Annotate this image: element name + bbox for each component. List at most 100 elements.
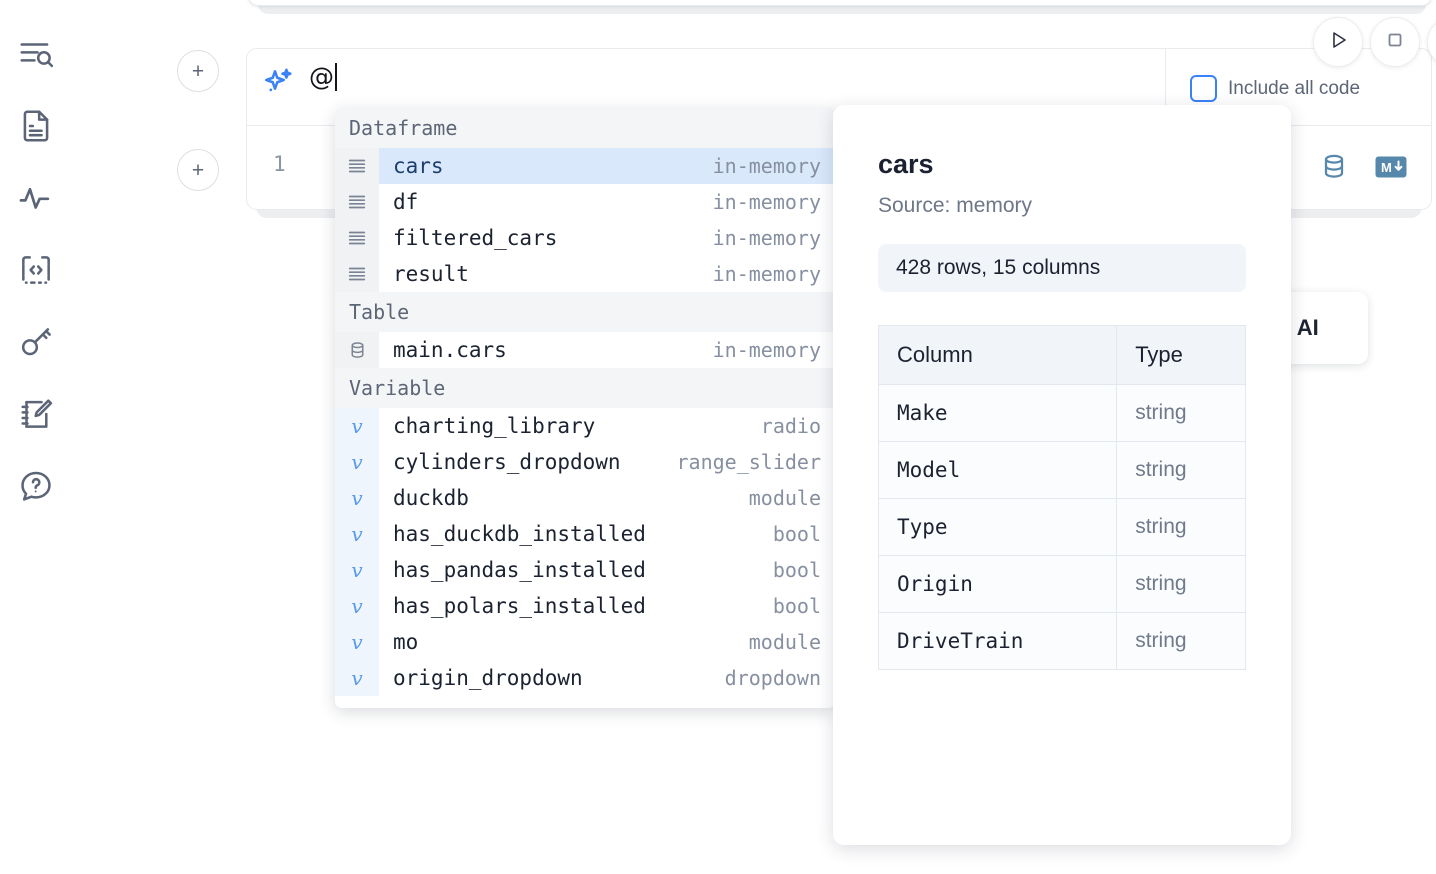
sidebar-item-code-embed[interactable] (10, 234, 62, 306)
variable-icon: v (335, 660, 379, 696)
text-cursor (335, 63, 337, 91)
autocomplete-item[interactable]: v has_polars_installed bool (335, 588, 835, 624)
top-cell-shadow (258, 4, 1426, 14)
autocomplete-item-name: charting_library (393, 414, 596, 438)
doc-column-name: Type (877, 498, 1118, 556)
database-icon[interactable] (1319, 152, 1349, 187)
autocomplete-item[interactable]: v cylinders_dropdown range_slider (335, 444, 835, 480)
add-cell-button-bottom[interactable]: + (177, 149, 219, 191)
autocomplete-item-type: in-memory (712, 262, 821, 286)
ai-prompt-input[interactable]: @ (309, 49, 1165, 91)
autocomplete-item-type: module (748, 486, 821, 510)
variable-icon: v (335, 480, 379, 516)
autocomplete-item-name: mo (393, 630, 419, 654)
activity-pulse-icon (17, 179, 55, 217)
line-number: 1 (273, 152, 286, 176)
add-cell-button-top[interactable]: + (177, 50, 219, 92)
doc-column-name: Model (877, 441, 1118, 499)
autocomplete-item-name: has_polars_installed (393, 594, 646, 618)
sparkles-icon-wrap (247, 49, 309, 106)
variable-icon: v (335, 444, 379, 480)
help-chat-icon (17, 467, 55, 505)
autocomplete-item[interactable]: v has_duckdb_installed bool (335, 516, 835, 552)
autocomplete-item-type: bool (772, 558, 821, 582)
autocomplete-item[interactable]: cars in-memory (335, 148, 835, 184)
file-text-icon (17, 107, 55, 145)
run-button[interactable] (1313, 17, 1363, 67)
autocomplete-item-name: has_pandas_installed (393, 558, 646, 582)
search-outline-icon (17, 35, 55, 73)
autocomplete-item-type: dropdown (724, 666, 821, 690)
autocomplete-item[interactable]: v has_pandas_installed bool (335, 552, 835, 588)
autocomplete-group-header: Table (335, 292, 835, 332)
stop-button[interactable] (1370, 17, 1420, 67)
dataframe-icon (335, 184, 379, 220)
sidebar-item-file-text[interactable] (10, 90, 62, 162)
ai-cell-options: Include all code (1165, 49, 1431, 125)
sidebar-item-activity[interactable] (10, 162, 62, 234)
autocomplete-item-type: in-memory (712, 338, 821, 362)
doc-column-type: string (1116, 498, 1246, 556)
autocomplete-item-type: bool (772, 594, 821, 618)
doc-column-type: string (1116, 555, 1246, 613)
documentation-panel: cars Source: memory 428 rows, 15 columns… (833, 105, 1291, 845)
doc-column-name: Origin (877, 555, 1118, 613)
doc-column-type: string (1116, 384, 1246, 442)
autocomplete-item-name: main.cars (393, 338, 507, 362)
doc-title: cars (878, 149, 934, 179)
include-all-code-checkbox[interactable] (1190, 75, 1217, 102)
top-cell-shell (248, 0, 1432, 6)
autocomplete-item-type: bool (772, 522, 821, 546)
stop-square-icon (1383, 28, 1407, 57)
notebook-edit-icon (17, 395, 55, 433)
ai-prompt-value: @ (309, 62, 334, 91)
include-all-code-label: Include all code (1228, 77, 1361, 99)
sidebar-item-search-outline[interactable] (10, 18, 62, 90)
autocomplete-item-type: in-memory (712, 154, 821, 178)
autocomplete-item-type: in-memory (712, 226, 821, 250)
variable-icon: v (335, 552, 379, 588)
variable-icon: v (335, 408, 379, 444)
key-icon (17, 323, 55, 361)
sidebar-item-help[interactable] (10, 450, 62, 522)
autocomplete-item[interactable]: filtered_cars in-memory (335, 220, 835, 256)
doc-column-name: DriveTrain (877, 612, 1118, 670)
autocomplete-group-header: Dataframe (335, 108, 835, 148)
doc-column-type: string (1116, 441, 1246, 499)
doc-source: Source: memory (878, 194, 1033, 217)
sidebar-item-key[interactable] (10, 306, 62, 378)
autocomplete-item-type: module (748, 630, 821, 654)
left-sidebar (0, 0, 72, 874)
autocomplete-item[interactable]: v origin_dropdown dropdown (335, 660, 835, 696)
autocomplete-item-name: has_duckdb_installed (393, 522, 646, 546)
play-icon (1326, 28, 1350, 57)
doc-table-header-cell: Type (1116, 325, 1246, 385)
autocomplete-group-header: Variable (335, 368, 835, 408)
code-embed-icon (17, 251, 55, 289)
autocomplete-item-name: origin_dropdown (393, 666, 583, 690)
autocomplete-item-name: duckdb (393, 486, 469, 510)
autocomplete-item-name: cylinders_dropdown (393, 450, 621, 474)
doc-shape-badge: 428 rows, 15 columns (878, 244, 1246, 292)
markdown-icon[interactable]: M (1375, 156, 1407, 183)
plus-icon: + (191, 158, 205, 182)
autocomplete-item-name: filtered_cars (393, 226, 558, 250)
sparkles-icon (260, 65, 296, 106)
autocomplete-item-type: range_slider (676, 450, 822, 474)
autocomplete-item[interactable]: main.cars in-memory (335, 332, 835, 368)
variable-icon: v (335, 588, 379, 624)
variable-icon: v (335, 516, 379, 552)
sidebar-item-notebook-edit[interactable] (10, 378, 62, 450)
svg-text:M: M (1381, 160, 1392, 175)
autocomplete-item-name: cars (393, 154, 444, 178)
